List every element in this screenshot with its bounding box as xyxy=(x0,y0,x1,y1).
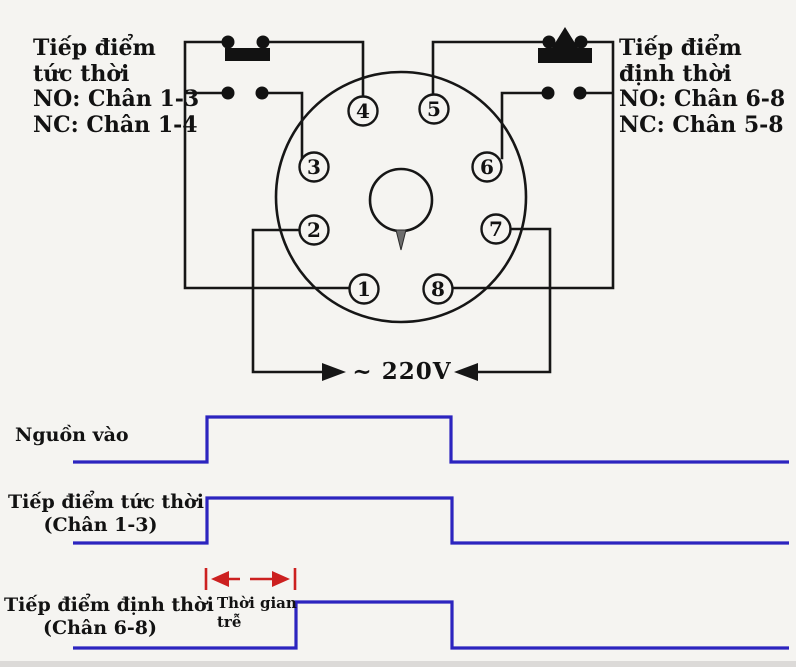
contact-dot xyxy=(573,86,587,100)
timed-contact-label-line1: Tiếp điểm xyxy=(619,35,742,61)
pins-group: 1 2 3 4 5 6 7 8 xyxy=(298,93,512,305)
waveform-timed-contact xyxy=(73,600,789,650)
instant-contact-label-line1: Tiếp điểm xyxy=(33,35,156,61)
contact-dot xyxy=(256,35,270,49)
waveform-power-input xyxy=(73,415,789,464)
pin-circle-3 xyxy=(298,151,330,183)
pin-number-3: 3 xyxy=(307,155,321,179)
timed-contact-nc: NC: Chân 5-8 xyxy=(619,111,784,138)
socket-outline xyxy=(274,70,528,324)
pin-circle-7 xyxy=(480,213,512,245)
timed-contact-no: NO: Chân 6-8 xyxy=(619,86,786,112)
waveform-label-timed-line1: Tiếp điểm định thời xyxy=(4,594,214,616)
delay-time-label-line2: trễ xyxy=(217,613,242,631)
arrow-right-icon xyxy=(322,363,346,381)
pin-number-6: 6 xyxy=(480,155,494,179)
contact-dot xyxy=(541,86,555,100)
pin-circle-4 xyxy=(347,95,379,127)
waveform-instant-contact xyxy=(73,496,789,545)
pin-circle-6 xyxy=(471,151,503,183)
contact-dot xyxy=(255,86,269,100)
keyway-notch xyxy=(395,229,407,251)
pin-number-5: 5 xyxy=(427,97,441,121)
delay-dimension-lines xyxy=(204,568,297,590)
pin-circle-2 xyxy=(298,214,330,246)
pin-circle-5 xyxy=(418,93,450,125)
arrow-left-icon xyxy=(454,363,478,381)
contact-dot xyxy=(542,35,556,49)
delay-arrow-right-icon xyxy=(272,571,290,587)
bottom-edge-strip xyxy=(0,661,796,667)
pin-number-7: 7 xyxy=(489,217,503,241)
wire-instant-contact-circuit xyxy=(183,40,365,374)
pin-number-8: 8 xyxy=(431,277,445,301)
instant-contact-nc: NC: Chân 1-4 xyxy=(33,111,198,138)
waveforms-group xyxy=(73,415,789,650)
waveform-label-instant-contact: Tiếp điểm tức thời (Chân 1-3) xyxy=(8,491,204,537)
socket-keyhole xyxy=(368,167,434,233)
contact-dot xyxy=(221,35,235,49)
nc-bridge-bar xyxy=(225,48,270,61)
pin-number-4: 4 xyxy=(356,99,370,123)
voltage-label: ~ 220V xyxy=(352,358,452,385)
pin-circle-1 xyxy=(348,273,380,305)
delay-time-label-line1: Thời gian xyxy=(217,594,297,612)
delay-triangle-icon xyxy=(552,27,578,48)
timed-contact-label: Tiếp điểm định thời NO: Chân 6-8 NC: Châ… xyxy=(619,35,786,138)
delay-dimension-group xyxy=(204,568,297,590)
instant-contact-label: Tiếp điểm tức thời NO: Chân 1-3 NC: Chân… xyxy=(33,35,200,138)
pin-circle-8 xyxy=(422,273,454,305)
waveform-label-instant-line1: Tiếp điểm tức thời xyxy=(8,491,204,513)
contacts-group xyxy=(221,27,592,100)
voltage-arrows-group xyxy=(322,363,478,381)
delay-time-label: Thời gian trễ xyxy=(217,594,297,632)
delay-arrow-left-icon xyxy=(211,571,229,587)
pin-number-1: 1 xyxy=(357,277,371,301)
timed-bridge-bar xyxy=(538,48,592,63)
contact-dot xyxy=(574,35,588,49)
instant-contact-no: NO: Chân 1-3 xyxy=(33,86,200,112)
wiring-group xyxy=(183,40,615,374)
pin-number-2: 2 xyxy=(307,218,321,242)
contact-dot xyxy=(221,86,235,100)
waveform-label-instant-line2: (Chân 1-3) xyxy=(43,514,158,536)
waveform-label-timed-contact: Tiếp điểm định thời (Chân 6-8) xyxy=(4,594,214,640)
waveform-label-timed-line2: (Chân 6-8) xyxy=(43,617,157,639)
timed-contact-label-line2: định thời xyxy=(619,60,732,87)
waveform-label-power-input: Nguồn vào xyxy=(15,424,129,446)
instant-contact-label-line2: tức thời xyxy=(33,60,130,87)
wire-timed-contact-circuit xyxy=(431,40,615,374)
socket-group xyxy=(274,70,528,324)
